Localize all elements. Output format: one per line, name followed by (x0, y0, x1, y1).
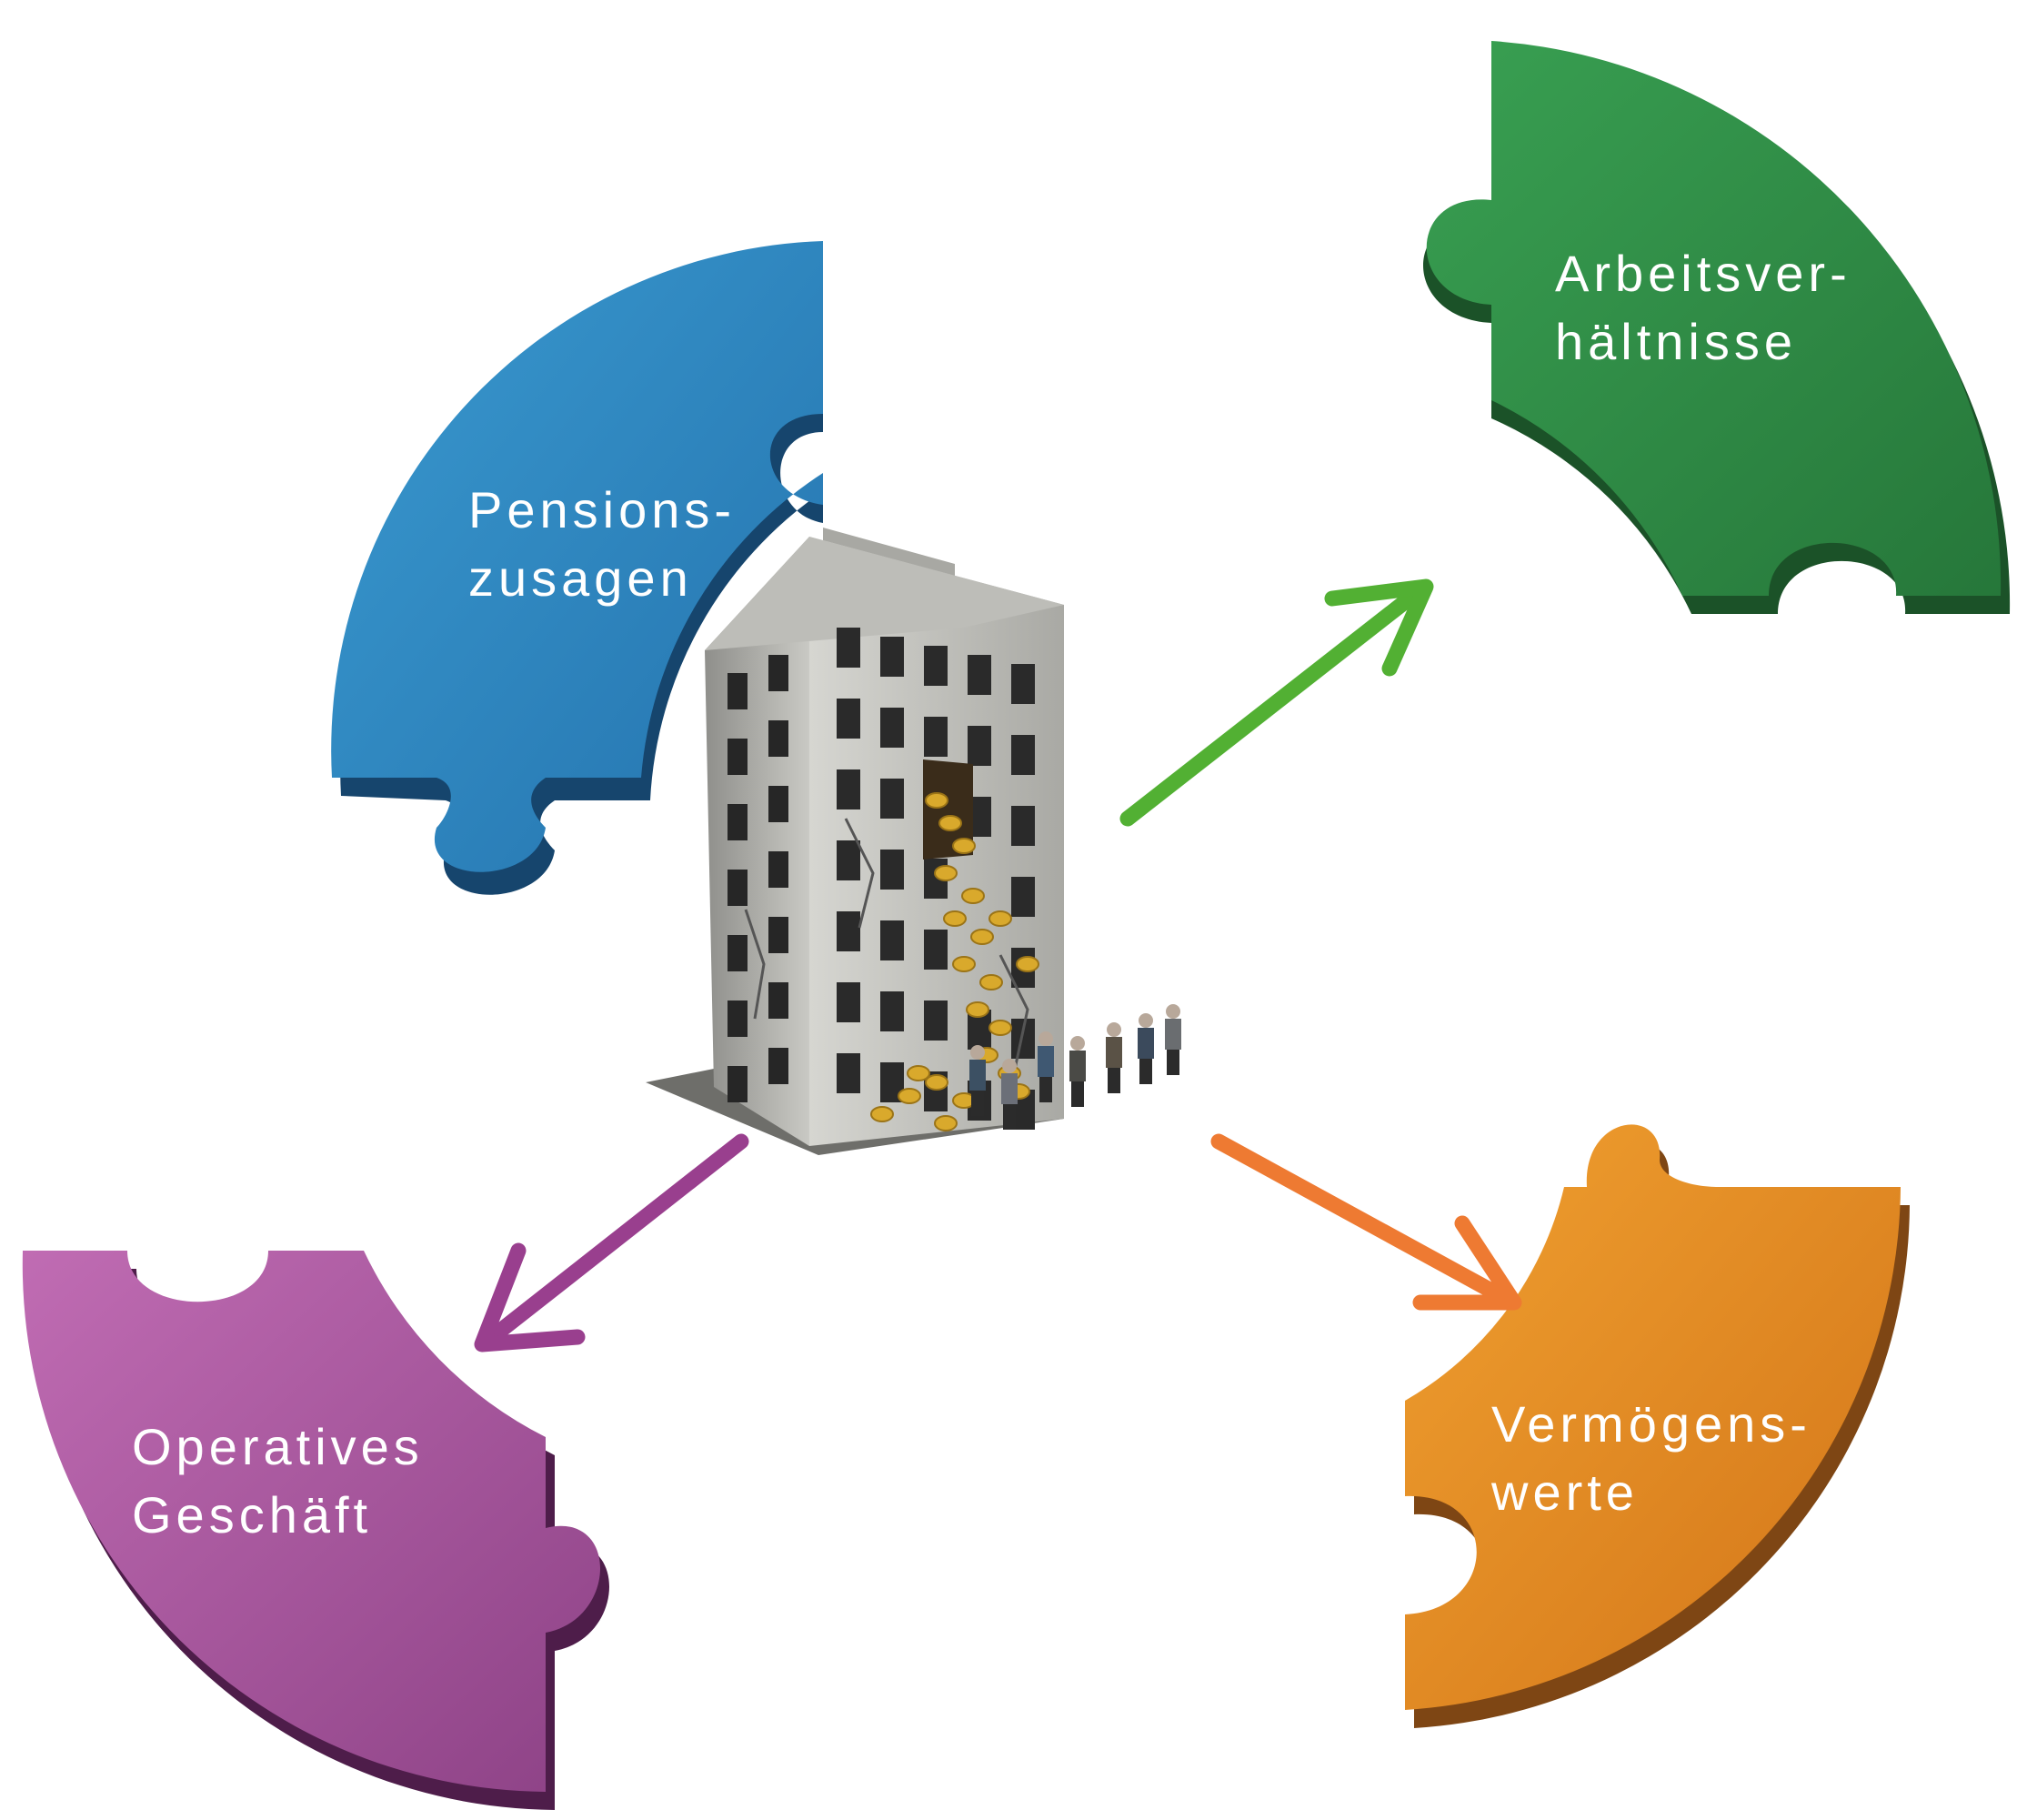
puzzle-piece-operative-face (22, 1251, 601, 1792)
puzzle-piece-pension: Pensions- zusagen (331, 241, 823, 895)
puzzle-piece-work: Arbeitsver- hältnisse (1423, 41, 2011, 614)
assets-label-line1: Vermögens- (1491, 1395, 1811, 1453)
building-window (768, 655, 788, 691)
pensioner-figure (1106, 1022, 1122, 1093)
arrow-to-work (1119, 578, 1434, 827)
building-window (837, 769, 860, 809)
pensioner-figure (1001, 1059, 1018, 1130)
pensioner-figure (1138, 1013, 1154, 1084)
building-window (768, 982, 788, 1019)
gold-coin (907, 1065, 930, 1081)
work-label-line1: Arbeitsver- (1555, 245, 1851, 302)
building-window (768, 1048, 788, 1084)
building-window (880, 637, 904, 677)
building-window (880, 708, 904, 748)
gold-coin (938, 815, 962, 831)
building-window (880, 920, 904, 960)
wall-cracks (744, 818, 1029, 1074)
gold-coin (1016, 956, 1039, 972)
gold-coin (988, 1020, 1012, 1036)
open-door (923, 759, 973, 860)
pensioner-figure (1069, 1036, 1086, 1107)
pensioner-figure (1038, 1031, 1054, 1102)
building-window (1011, 877, 1035, 917)
building-window (768, 786, 788, 822)
operative-label-line1: Operatives (132, 1418, 424, 1475)
building-window (837, 840, 860, 880)
building-window (924, 646, 948, 686)
work-label-line2: hältnisse (1555, 313, 1797, 370)
building-window (1011, 735, 1035, 775)
building-window (1011, 806, 1035, 846)
puzzle-piece-work-face (1426, 41, 2002, 596)
building-window (837, 982, 860, 1022)
gold-coin (925, 1074, 948, 1091)
gold-coin (898, 1088, 921, 1104)
arrow-to-work-head (1324, 578, 1434, 677)
gold-coin (979, 974, 1003, 990)
building-window (728, 673, 748, 709)
assets-label-line2: werte (1490, 1463, 1639, 1521)
building-window (728, 1000, 748, 1037)
arrow-to-work-shaft (1119, 583, 1427, 827)
pension-label-line1: Pensions- (468, 481, 736, 538)
building-window (968, 655, 991, 695)
building-window (880, 850, 904, 890)
building-window (880, 779, 904, 819)
arrow-to-operative-shaft (478, 1133, 749, 1350)
building-window (728, 804, 748, 840)
gold-coin (952, 838, 976, 854)
building-window (728, 935, 748, 971)
puzzle-piece-pension-face (331, 241, 823, 872)
gold-coin (925, 792, 948, 809)
operative-label-line2: Geschäft (132, 1486, 372, 1543)
building-window (768, 720, 788, 757)
pensioner-figure (969, 1045, 986, 1116)
building-window (837, 1053, 860, 1093)
gold-coin (961, 888, 985, 904)
puzzle-piece-assets: Vermögens- werte (1405, 1124, 1910, 1728)
building-window (768, 917, 788, 953)
building-window (1011, 664, 1035, 704)
gold-coin (966, 1001, 989, 1018)
building-window (728, 1066, 748, 1102)
puzzle-piece-assets-face (1405, 1124, 1901, 1710)
building-window (924, 717, 948, 757)
arrow-to-operative-head (474, 1242, 586, 1352)
pensioners-queue (969, 1004, 1181, 1130)
gold-coins (870, 792, 1039, 1131)
building-window (728, 870, 748, 906)
gold-coin (870, 1106, 894, 1122)
gold-coin (970, 929, 994, 945)
arrow-to-assets-head (1412, 1215, 1522, 1311)
building-window (837, 911, 860, 951)
pension-label-line2: zusagen (468, 549, 693, 607)
building-window (728, 739, 748, 775)
gold-coin (952, 956, 976, 972)
pensioner-figure (1165, 1004, 1181, 1075)
building-illustration (646, 528, 1181, 1155)
building-window (924, 930, 948, 970)
building-window (968, 726, 991, 766)
arrow-to-operative (474, 1133, 749, 1352)
building-window (768, 851, 788, 888)
gold-coin (934, 865, 958, 881)
building-window (880, 991, 904, 1031)
arrow-to-assets (1210, 1133, 1522, 1311)
puzzle-piece-operative: Operatives Geschäft (22, 1251, 609, 1810)
gold-coin (988, 910, 1012, 927)
building-window (837, 699, 860, 739)
gold-coin (943, 910, 967, 927)
arrow-to-assets-shaft (1210, 1133, 1518, 1309)
gold-coin (934, 1115, 958, 1131)
building-roof (705, 537, 1064, 650)
building-window (837, 628, 860, 668)
building-window (924, 1000, 948, 1041)
